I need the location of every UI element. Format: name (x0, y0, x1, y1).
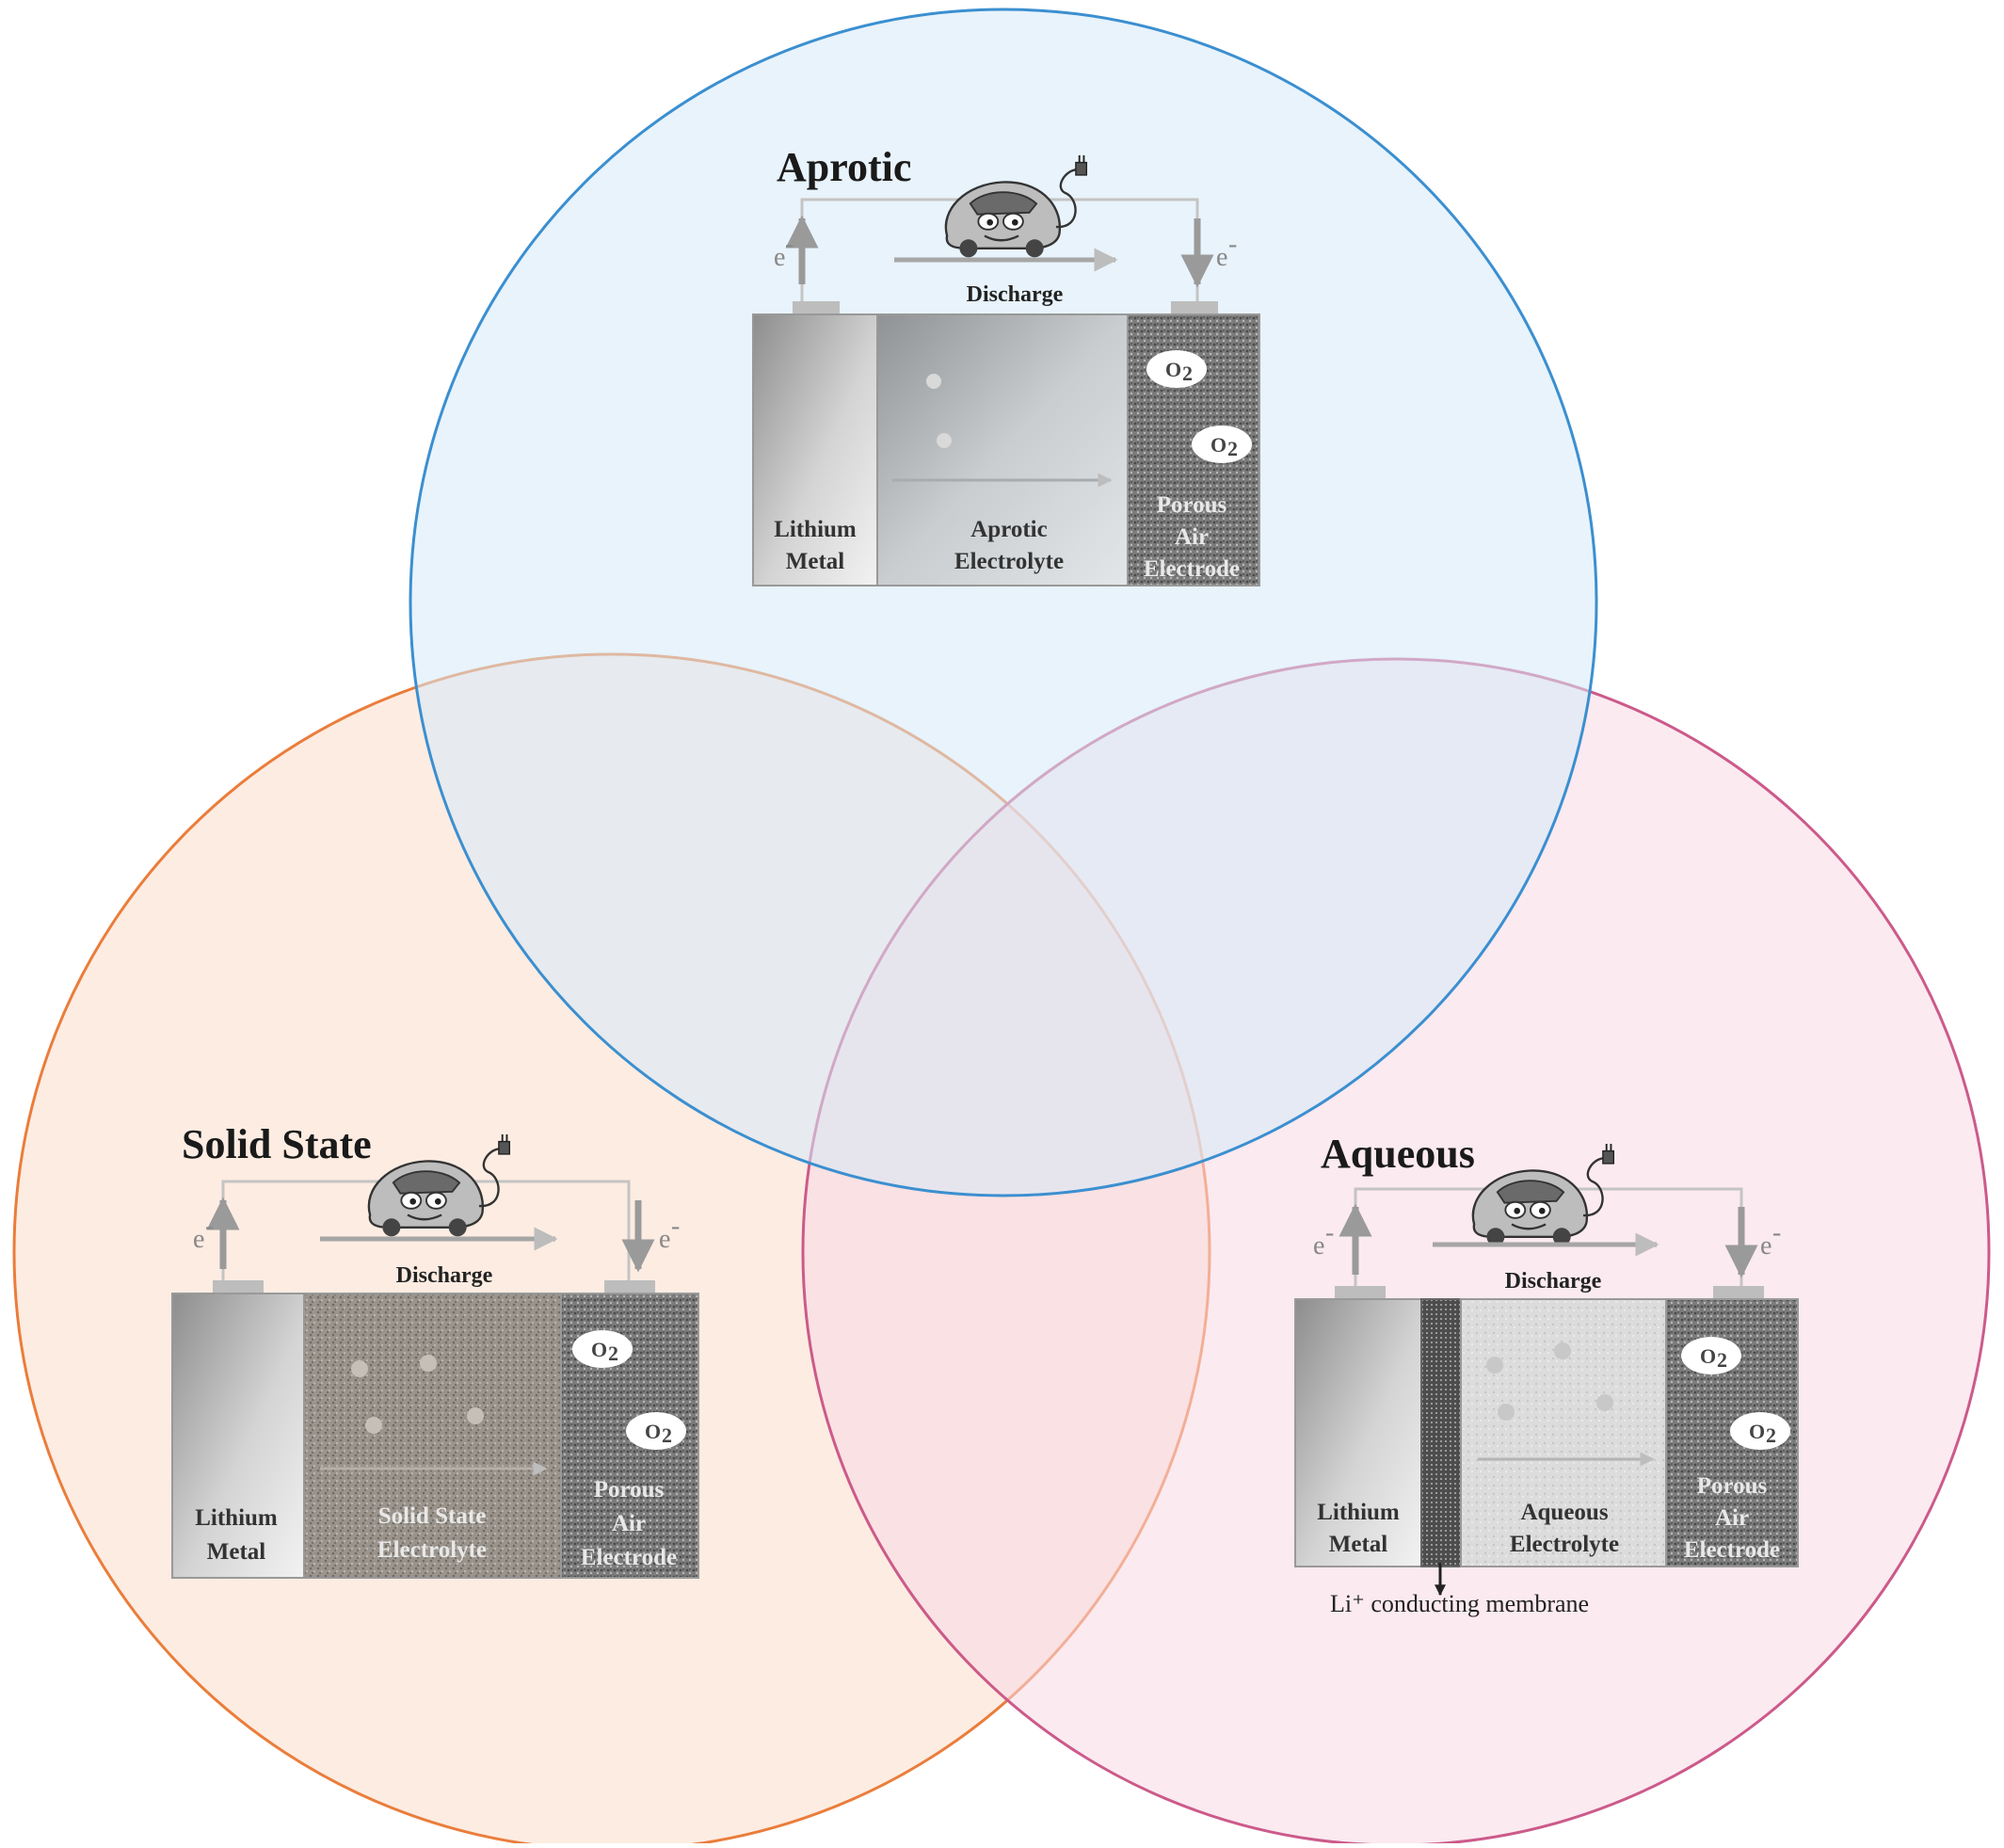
o2-bubble (1730, 1412, 1790, 1450)
cathode-terminal (1171, 301, 1218, 314)
li-ion-dot (467, 1407, 484, 1424)
o2-subscript: 2 (1717, 1348, 1727, 1372)
discharge-label: Discharge (396, 1263, 493, 1288)
electron-left-label: e (193, 1225, 204, 1254)
discharge-label: Discharge (1505, 1269, 1602, 1294)
electrolyte-label-line1: Solid State (378, 1503, 487, 1529)
cathode-label-line1: Porous (1697, 1473, 1768, 1499)
electrolyte-label-line1: Aprotic (970, 517, 1047, 542)
membrane-label: Li⁺ conducting membrane (1330, 1590, 1589, 1617)
cathode-label-line2: Air (612, 1511, 646, 1536)
aprotic-circle (409, 8, 1598, 1197)
solid-state-electrolyte (303, 1293, 562, 1579)
electron-right-label: e (659, 1225, 670, 1254)
o2-label: O (645, 1420, 661, 1443)
cathode-label-line1: Porous (1157, 492, 1227, 518)
electrolyte-label-line2: Electrolyte (1510, 1532, 1619, 1557)
electron-right-label: e (1216, 243, 1227, 272)
cathode-label-line2: Air (1715, 1505, 1749, 1531)
o2-bubble (1146, 350, 1207, 388)
solid-state-cell: Solid State e - e - Discharge O 2 O 2 Li… (171, 1121, 699, 1579)
li-ion-dot (1554, 1342, 1571, 1359)
anode-label-line1: Lithium (1317, 1500, 1400, 1525)
electrolyte-label-line1: Aqueous (1520, 1500, 1608, 1525)
li-ion-dot (351, 1360, 368, 1377)
anode-terminal (1335, 1286, 1386, 1299)
electron-right-sup: - (1228, 230, 1237, 259)
cathode-terminal (1713, 1286, 1764, 1299)
o2-label: O (591, 1338, 607, 1361)
anode-terminal (793, 301, 840, 314)
electron-left-sup: - (1325, 1218, 1334, 1247)
lithium-metal-anode (752, 313, 878, 587)
electron-right-sup: - (1772, 1218, 1781, 1247)
cathode-label-line2: Air (1175, 524, 1209, 550)
electron-left-label: e (1313, 1231, 1324, 1261)
o2-label: O (1700, 1344, 1716, 1368)
cathode-label-line3: Electrode (1144, 556, 1240, 582)
electron-left-label: e (774, 243, 785, 272)
o2-label: O (1165, 358, 1181, 381)
aqueous-title: Aqueous (1321, 1131, 1475, 1177)
cathode-label-line3: Electrode (1684, 1537, 1780, 1563)
li-ion-dot (1486, 1357, 1503, 1374)
electrolyte-label-line2: Electrolyte (377, 1537, 487, 1563)
li-ion-dot (1498, 1404, 1515, 1421)
li-ion-dot (926, 374, 941, 389)
o2-label: O (1749, 1420, 1765, 1443)
lithium-metal-anode (1294, 1298, 1422, 1567)
o2-bubble (626, 1412, 686, 1450)
o2-subscript: 2 (608, 1342, 618, 1365)
li-ion-dot (420, 1355, 437, 1372)
lithium-metal-anode (171, 1293, 305, 1579)
o2-bubble (1192, 426, 1252, 463)
li-conducting-membrane (1420, 1298, 1462, 1567)
o2-subscript: 2 (1182, 362, 1193, 385)
o2-subscript: 2 (662, 1423, 672, 1447)
aqueous-cell: Aqueous e - e - Discharge O 2 O 2 Lithiu… (1294, 1131, 1799, 1617)
o2-bubble (1681, 1337, 1741, 1374)
electrolyte-label-line2: Electrolyte (954, 549, 1064, 574)
electron-left-sup: - (785, 230, 794, 259)
anode-label-line1: Lithium (195, 1505, 278, 1531)
anode-label-line2: Metal (1329, 1532, 1388, 1557)
cathode-label-line1: Porous (594, 1477, 665, 1503)
electron-right-sup: - (671, 1212, 680, 1241)
aprotic-electrolyte (876, 313, 1129, 587)
anode-label-line2: Metal (207, 1539, 266, 1565)
electron-right-label: e (1760, 1231, 1772, 1261)
cathode-terminal (604, 1280, 655, 1294)
anode-label-line1: Lithium (774, 517, 857, 542)
o2-label: O (1210, 433, 1226, 457)
li-ion-dot (365, 1417, 382, 1434)
aprotic-cell: Aprotic e - e - Discharge O 2 O 2 Lithiu… (752, 144, 1260, 587)
o2-bubble (572, 1330, 633, 1368)
li-ion-dot (937, 433, 952, 448)
solid-state-title: Solid State (182, 1121, 372, 1167)
discharge-label: Discharge (967, 282, 1064, 307)
anode-terminal (213, 1280, 264, 1294)
electron-left-sup: - (205, 1212, 214, 1241)
o2-subscript: 2 (1766, 1423, 1776, 1447)
o2-subscript: 2 (1227, 437, 1238, 460)
anode-label-line2: Metal (786, 549, 845, 574)
aqueous-electrolyte (1460, 1298, 1667, 1567)
aprotic-title: Aprotic (777, 144, 911, 190)
li-ion-dot (1596, 1394, 1613, 1411)
cathode-label-line3: Electrode (581, 1545, 677, 1570)
